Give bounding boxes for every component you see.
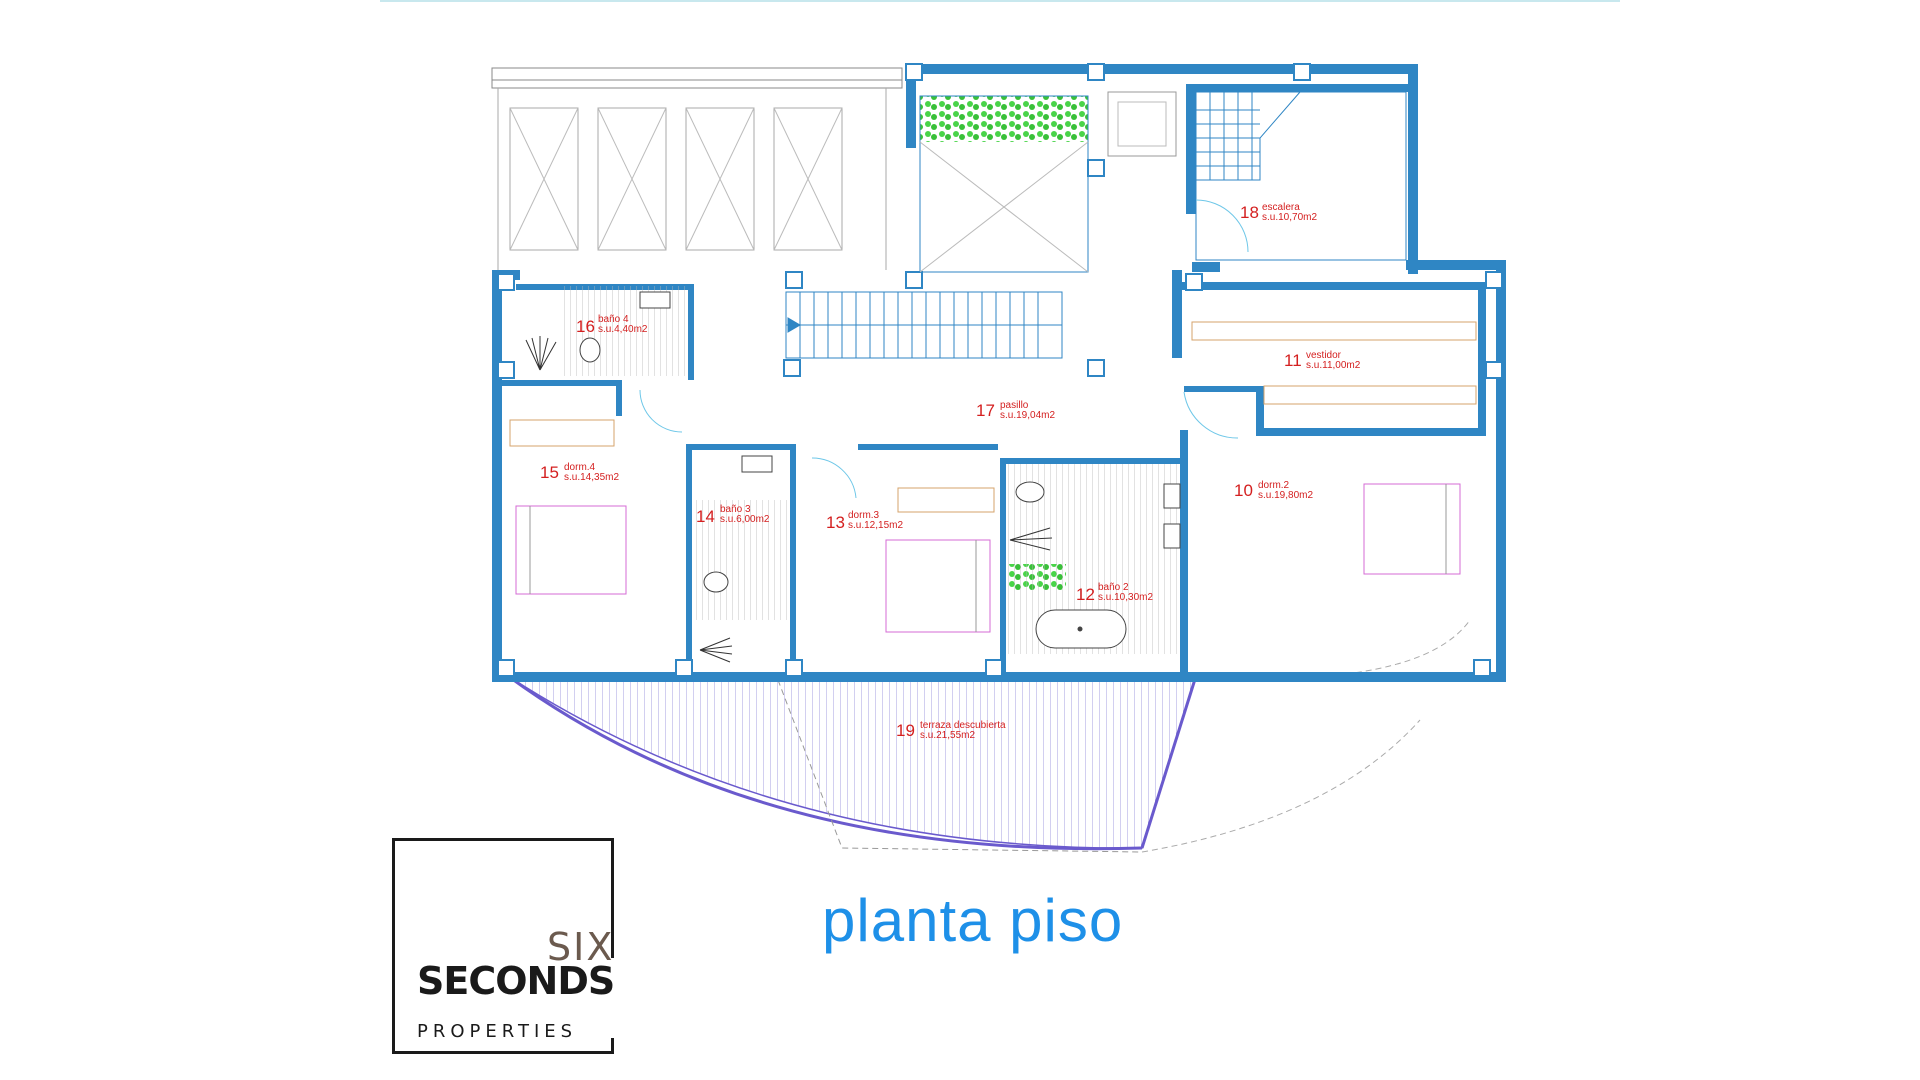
room-area-14: s.u.6,00m2 xyxy=(720,514,770,525)
room-num-17: 17 xyxy=(976,401,995,420)
beds xyxy=(515,483,1461,633)
structural-columns xyxy=(497,63,1503,677)
room-name-11: vestidor xyxy=(1306,350,1342,361)
wardrobes xyxy=(509,321,1477,513)
logo-seconds: SECONDS xyxy=(417,959,615,1003)
room-num-13: 13 xyxy=(826,513,845,532)
room-name-14: baño 3 xyxy=(720,504,751,515)
room-num-18: 18 xyxy=(1240,203,1259,222)
room-name-17: pasillo xyxy=(1000,400,1029,411)
room-name-10: dorm.2 xyxy=(1258,480,1290,491)
room-area-11: s.u.11,00m2 xyxy=(1306,360,1361,371)
six-seconds-logo: SIX SECONDS PROPERTIES xyxy=(392,838,615,1054)
upper-left-void xyxy=(491,67,903,270)
room-name-18: escalera xyxy=(1262,202,1300,213)
room-num-11: 11 xyxy=(1284,351,1302,370)
room-name-16: baño 4 xyxy=(598,314,629,325)
plan-title: planta piso xyxy=(822,887,1124,954)
room-area-18: s.u.10,70m2 xyxy=(1262,212,1317,223)
room-num-19: 19 xyxy=(896,721,915,740)
room-area-15: s.u.14,35m2 xyxy=(564,472,619,483)
room-labels: 18 escalera s.u.10,70m2 16 baño 4 s.u.4,… xyxy=(540,202,1361,741)
staircase-18 xyxy=(1107,91,1407,261)
top-divider-line xyxy=(380,0,1620,2)
staircase-main xyxy=(785,291,1063,359)
room-area-13: s.u.12,15m2 xyxy=(848,520,903,531)
shower-fans xyxy=(525,336,1053,663)
fixtures xyxy=(579,291,1181,649)
room-num-14: 14 xyxy=(696,507,715,526)
room-area-19: s.u.21,55m2 xyxy=(920,730,975,741)
room-name-15: dorm.4 xyxy=(564,462,596,473)
room-area-17: s.u.19,04m2 xyxy=(1000,410,1055,421)
room-num-15: 15 xyxy=(540,463,559,482)
room-num-12: 12 xyxy=(1076,585,1095,604)
logo-properties: PROPERTIES xyxy=(417,1021,578,1042)
room-name-12: baño 2 xyxy=(1098,582,1129,593)
room-area-12: s.u.10,30m2 xyxy=(1098,592,1153,603)
room-num-16: 16 xyxy=(576,317,595,336)
terrace-19 xyxy=(505,619,1471,853)
logo-six: SIX xyxy=(547,925,615,969)
room-name-13: dorm.3 xyxy=(848,510,880,521)
room-area-16: s.u.4,40m2 xyxy=(598,324,648,335)
room-area-10: s.u.19,80m2 xyxy=(1258,490,1313,501)
room-num-10: 10 xyxy=(1234,481,1253,500)
room-name-19: terraza descubierta xyxy=(920,720,1006,731)
doors xyxy=(639,199,1249,499)
